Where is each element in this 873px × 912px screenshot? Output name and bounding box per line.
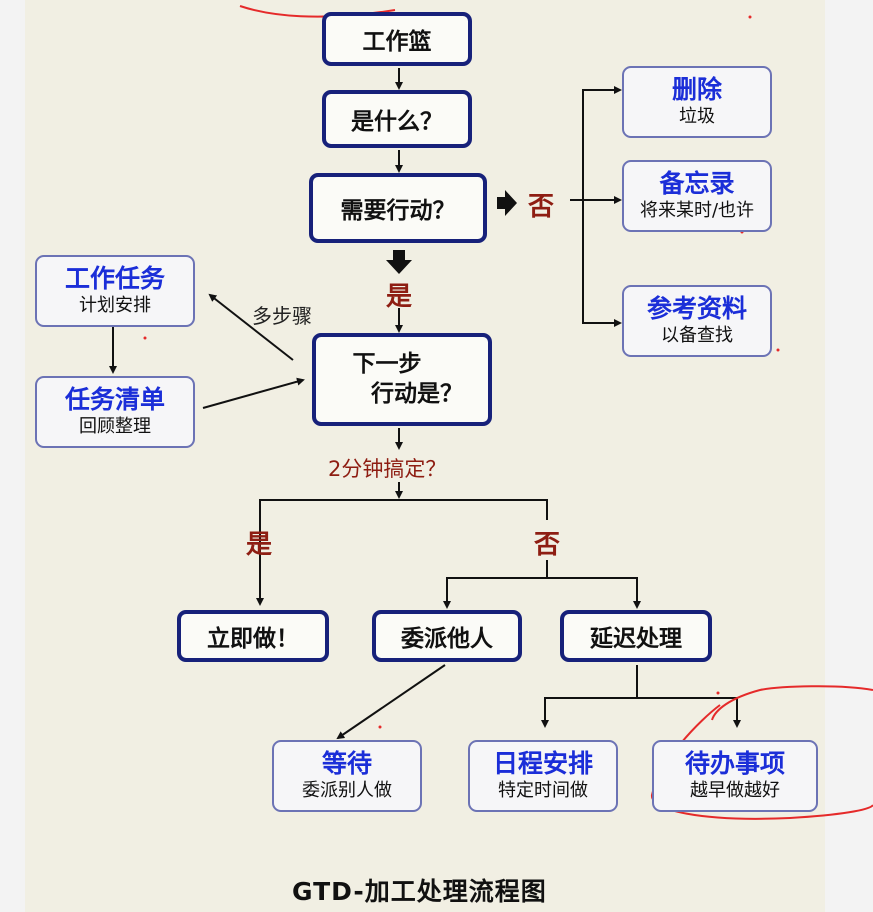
what-box: 是什么？ [322,90,472,148]
calendar-title: 日程安排 [492,748,593,778]
project-title: 工作任务 [64,263,165,293]
inbox-box: 工作篮 [322,12,472,66]
inbox-label: 工作篮 [362,29,432,55]
calendar-sub: 特定时间做 [498,779,588,801]
yes-label-two-min: 是 [246,530,273,560]
trash-title: 删除 [671,74,722,104]
task-list-box: 任务清单 回顾整理 [35,376,195,448]
waiting-title: 等待 [321,748,372,778]
waiting-sub: 委派别人做 [302,779,392,801]
do-now-label: 立即做！ [207,626,299,652]
diagram-caption: GTD-加工处理流程图 [292,877,547,906]
someday-title: 备忘录 [659,168,735,198]
reference-box: 参考资料 以备查找 [622,285,772,357]
someday-sub: 将来某时/也许 [639,199,755,221]
task-list-sub: 回顾整理 [79,415,151,437]
defer-box: 延迟处理 [560,610,712,662]
reference-title: 参考资料 [646,293,747,323]
what-label: 是什么？ [351,109,443,135]
trash-sub: 垃圾 [679,105,715,127]
delegate-label: 委派他人 [401,626,493,652]
trash-box: 删除 垃圾 [622,66,772,138]
task-list-title: 任务清单 [64,384,165,414]
todo-sub: 越早做越好 [690,779,780,801]
two-minutes-label: 2分钟搞定？ [328,457,447,481]
project-sub: 计划安排 [79,294,151,316]
calendar-box: 日程安排 特定时间做 [468,740,618,812]
no-label-two-min: 否 [534,530,561,560]
need-action-box: 需要行动？ [309,173,487,243]
someday-box: 备忘录 将来某时/也许 [622,160,772,232]
defer-label: 延迟处理 [590,626,682,652]
delegate-box: 委派他人 [372,610,522,662]
do-now-box: 立即做！ [177,610,329,662]
waiting-box: 等待 委派别人做 [272,740,422,812]
next-step-line1: 下一步 [352,350,422,377]
next-step-box: 下一步 行动是？ [312,333,492,426]
project-box: 工作任务 计划安排 [35,255,195,327]
multi-step-label: 多步骤 [252,304,312,328]
need-action-label: 需要行动？ [340,198,456,224]
reference-sub: 以备查找 [661,324,733,346]
next-step-line2: 行动是？ [371,380,463,407]
yes-label-action: 是 [386,282,413,312]
todo-title: 待办事项 [684,748,785,778]
no-label-action: 否 [528,192,555,222]
todo-box: 待办事项 越早做越好 [652,740,818,812]
